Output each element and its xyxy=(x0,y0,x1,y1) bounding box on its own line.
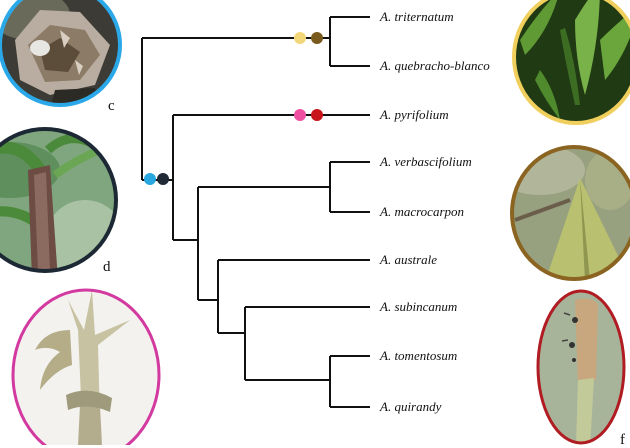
pink-marker-dot xyxy=(294,109,306,121)
fruit-stalk-photo-icon xyxy=(536,289,626,445)
navy-marker-dot xyxy=(157,173,169,185)
taxon-label-subincanum: A. subincanum xyxy=(380,299,458,314)
trait-markers xyxy=(144,32,323,185)
taxon-label-quirandy: A. quirandy xyxy=(380,399,442,414)
brown-marker-dot xyxy=(311,32,323,44)
taxon-label-australe: A. australe xyxy=(380,252,438,267)
taxon-label-triternatum: A. triternatum xyxy=(380,9,454,24)
leaves-photo-icon xyxy=(512,0,630,125)
phylogenetic-tree xyxy=(141,16,370,408)
yellow-marker-dot xyxy=(294,32,306,44)
taxon-label-quebracho-blanco: A. quebracho-blanco xyxy=(380,58,490,73)
leaf-tip-photo-icon xyxy=(510,145,630,281)
taxon-label-verbascifolium: A. verbascifolium xyxy=(380,154,472,169)
panel-label-d: d xyxy=(103,259,111,275)
taxon-label-tomentosum: A. tomentosum xyxy=(380,348,458,363)
blue-marker-dot xyxy=(144,173,156,185)
panel-label-f: f xyxy=(620,432,625,448)
panel-label-c: c xyxy=(108,98,115,114)
taxon-label-macrocarpon: A. macrocarpon xyxy=(380,204,465,219)
stem-photo-icon xyxy=(0,127,118,273)
bark-photo-icon xyxy=(0,0,122,107)
red-marker-dot xyxy=(311,109,323,121)
flower-photo-icon xyxy=(11,288,161,445)
taxon-label-pyrifolium: A. pyrifolium xyxy=(380,107,449,122)
